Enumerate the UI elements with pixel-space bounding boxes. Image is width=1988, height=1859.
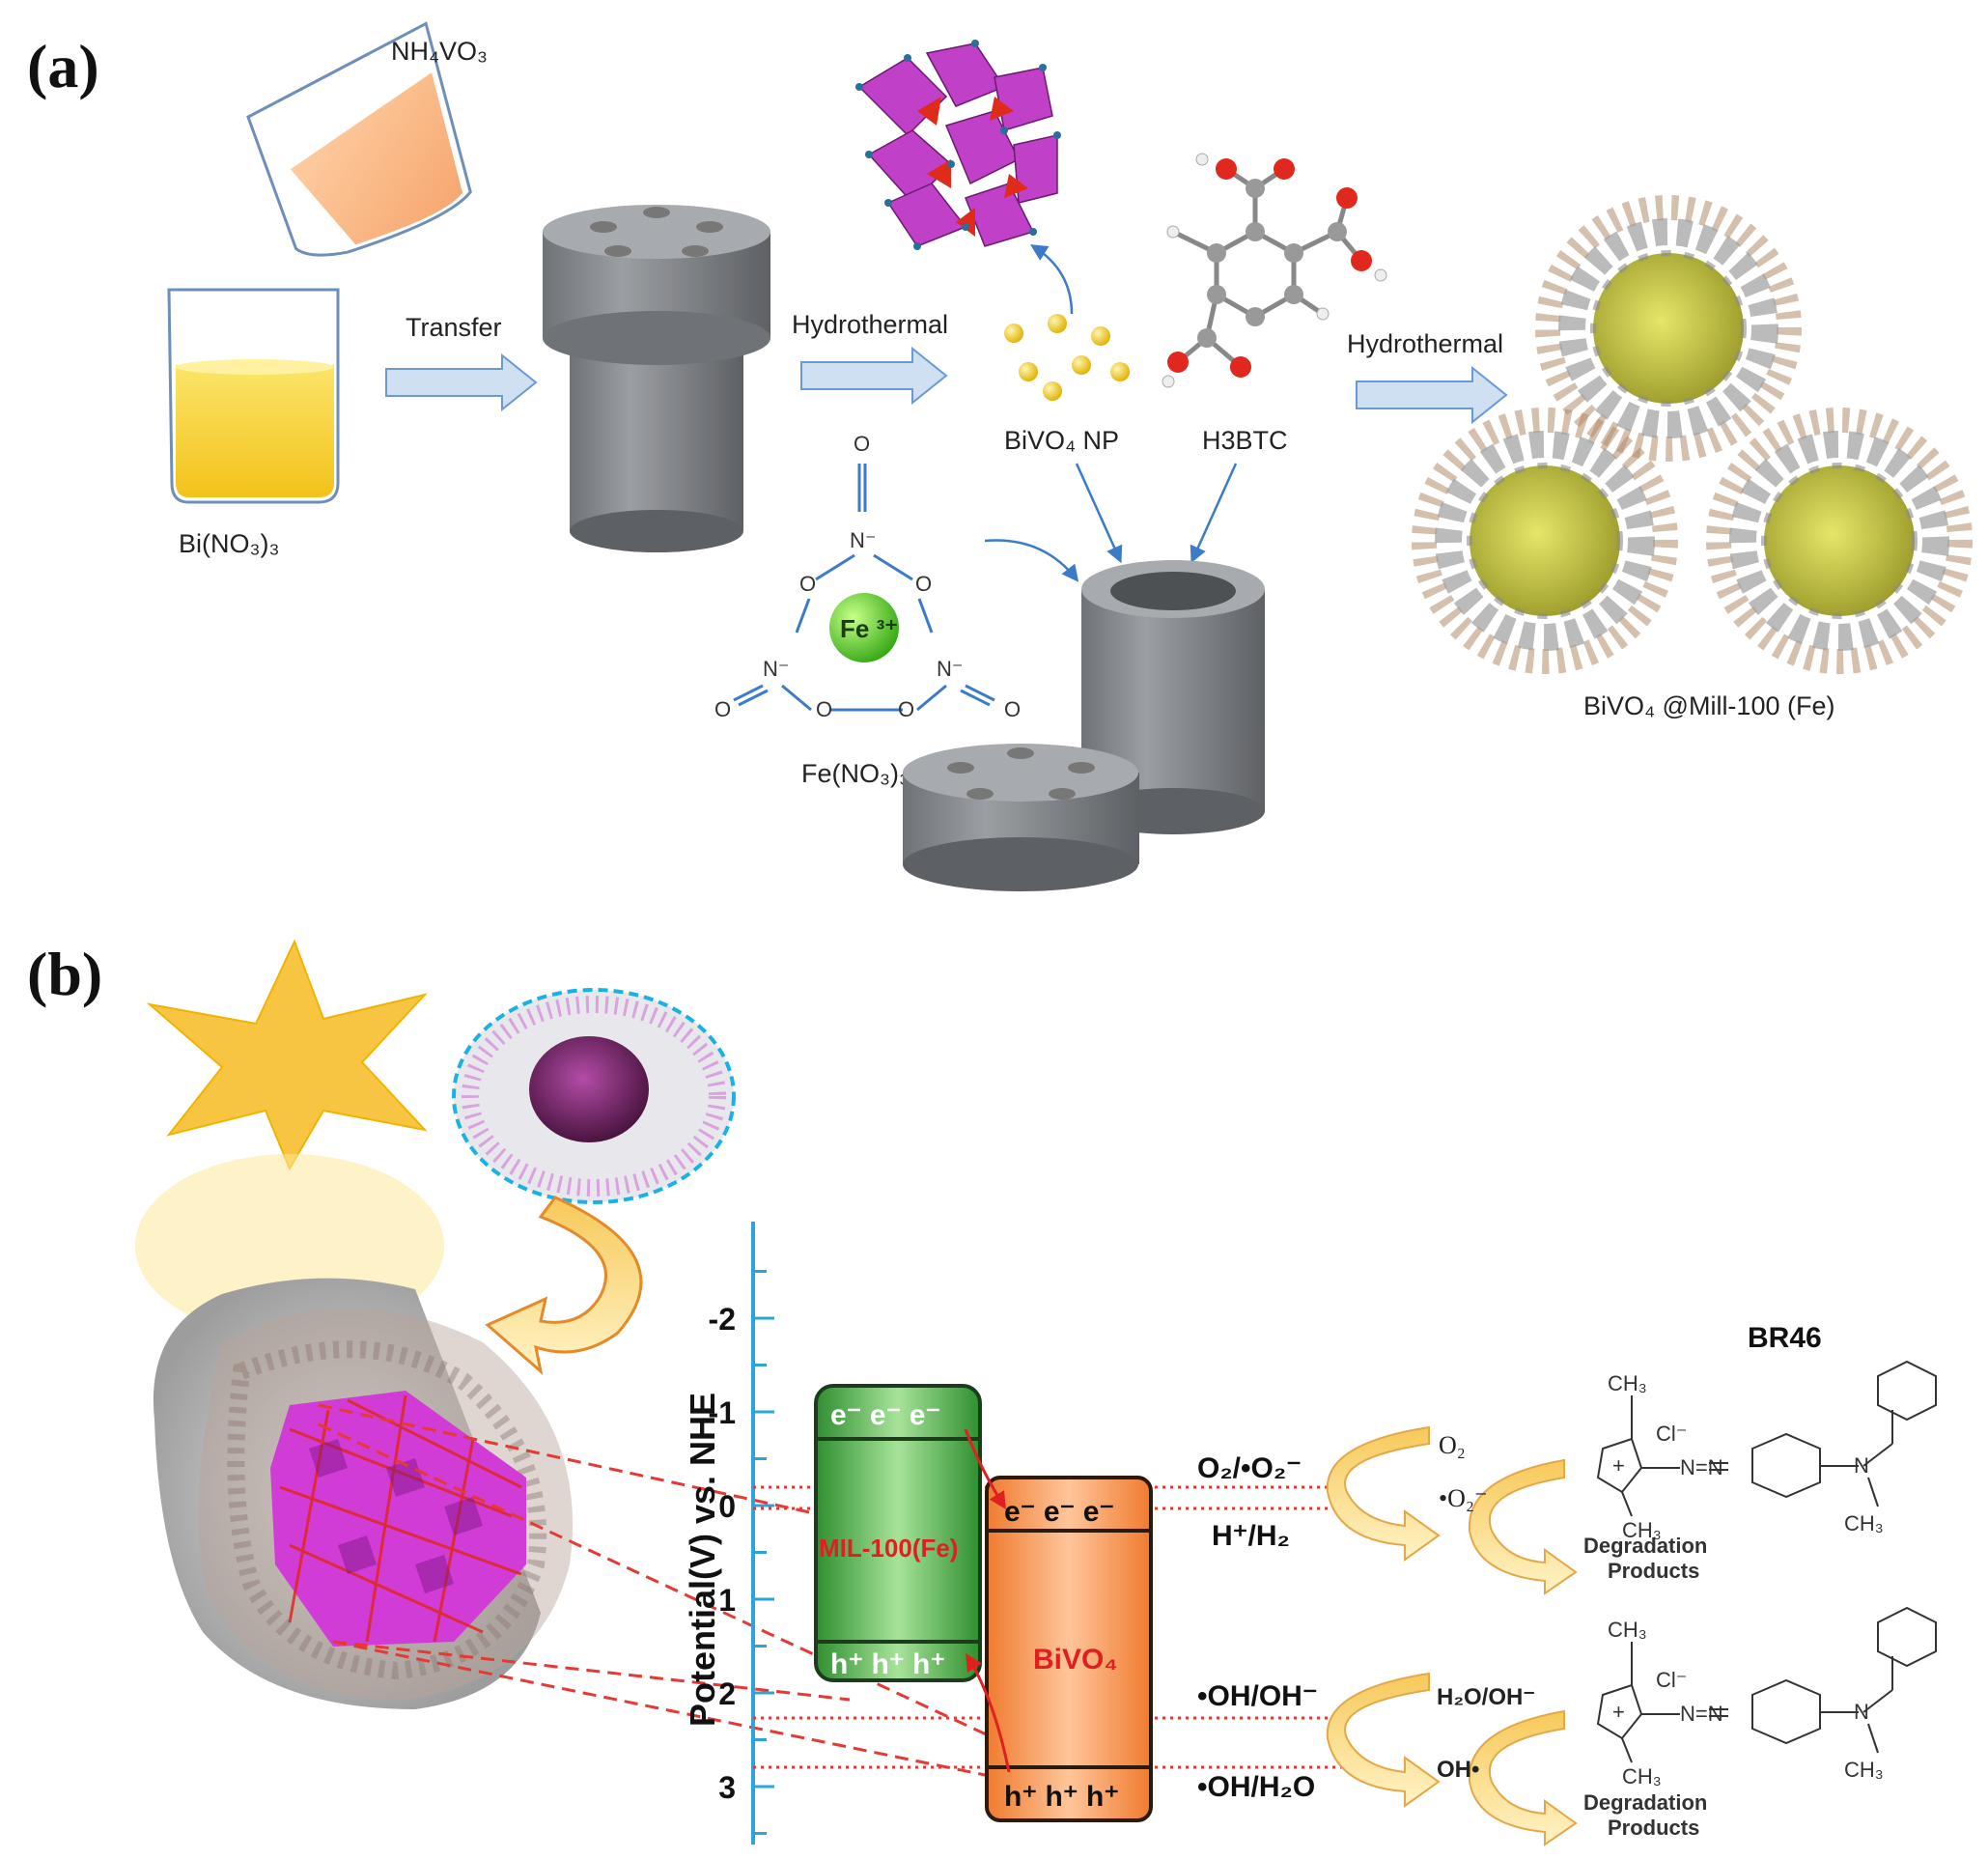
br46-molecule-lower: [1596, 1606, 1937, 1763]
br46-label: BR46: [1748, 1322, 1822, 1354]
cl-lower: Cl⁻: [1656, 1668, 1687, 1692]
fe-ion-label: Fe ³⁺: [840, 614, 898, 643]
h2o-oh-species: H₂O/OH⁻: [1437, 1684, 1535, 1710]
bino3-label: Bi(NO₃)₃: [179, 529, 279, 558]
curved-transfer-arrow: [485, 1196, 643, 1376]
ch3-upper-top: CH₃: [1608, 1371, 1647, 1395]
ch3-upper-n: CH₃: [1844, 1511, 1884, 1535]
fe-nitrate-o-top: O: [854, 432, 870, 456]
h2-couple-label: H⁺/H₂: [1212, 1520, 1290, 1552]
fe-nitrate-o-5: O: [898, 697, 914, 721]
np-to-autoclave-arrow: [1075, 463, 1123, 564]
n-upper: N: [1854, 1453, 1869, 1478]
bino3-beaker-illustration: [167, 288, 340, 504]
bivo4-mil100-composite-illustration: [1412, 195, 1973, 674]
upper-reaction-arrows: [1326, 1425, 1578, 1595]
lower-reaction-arrows: [1326, 1672, 1578, 1846]
products-label-2: Products: [1608, 1816, 1699, 1840]
fe-nitrate-o-6: O: [1004, 697, 1021, 721]
hydrothermal-arrow-1: [800, 346, 948, 406]
autoclave-closed-illustration: [543, 205, 770, 552]
feno3-to-autoclave-arrow: [984, 539, 1079, 582]
nh4vo3-label: NH₄VO₃: [391, 37, 488, 66]
np-to-crystal-arrow: [1030, 244, 1074, 315]
mil100-label: MIL-100(Fe): [819, 1534, 958, 1563]
axis-tick-label: -1: [709, 1395, 736, 1430]
bivo4-band-block: [985, 1476, 1153, 1822]
oh-radical-species: OH•: [1437, 1757, 1479, 1783]
bivo4-electrons: e⁻ e⁻ e⁻: [1004, 1496, 1114, 1528]
fe-nitrate-o-4: O: [816, 697, 832, 721]
potential-axis-ticks: -2 -1 0 1 2 3: [709, 1270, 774, 1835]
btc-to-autoclave-arrow: [1190, 463, 1238, 564]
mil-electrons: e⁻ e⁻ e⁻: [830, 1399, 940, 1431]
bivo4-crystal-structure-illustration: [850, 39, 1062, 256]
projection-line-3: [332, 1640, 995, 1779]
core-shell-particle-illustration: [452, 988, 736, 1204]
degradation-label-1: Degradation: [1583, 1534, 1707, 1558]
fe-nitrate-o-2: O: [915, 572, 932, 596]
projection-line-4: [332, 1640, 851, 1702]
hole-transfer-arrow: [966, 1652, 1011, 1773]
bivo4-nanoparticles-illustration: [1004, 314, 1130, 401]
oh-couple-label: •OH/OH⁻: [1197, 1680, 1318, 1712]
o2-radical-species: •O₂⁻: [1439, 1484, 1488, 1512]
fe-nitrate-structure-illustration: [733, 464, 995, 712]
br46-molecule-upper: [1596, 1360, 1937, 1517]
ch3-lower-bottom: CH₃: [1622, 1764, 1662, 1789]
azo-lower: N=N: [1680, 1702, 1723, 1726]
oh-h2o-couple-label: •OH/H₂O: [1197, 1771, 1315, 1803]
plus-upper: +: [1612, 1453, 1625, 1478]
axis-tick-label: 2: [718, 1676, 736, 1711]
degradation-label-2: Degradation: [1583, 1790, 1707, 1815]
azo-upper: N=N: [1680, 1455, 1723, 1479]
feno3-label: Fe(NO₃)₃: [801, 759, 910, 788]
h3btc-label: H3BTC: [1202, 426, 1288, 455]
ch3-lower-top: CH₃: [1608, 1618, 1647, 1642]
axis-tick-label: -2: [709, 1302, 736, 1337]
h3btc-atoms: [1162, 153, 1387, 388]
axis-tick-label: 0: [718, 1489, 736, 1524]
plus-lower: +: [1612, 1700, 1625, 1724]
axis-tick-label: 1: [718, 1583, 736, 1618]
ch3-upper-bottom: CH₃: [1622, 1518, 1662, 1542]
projection-line-1: [318, 1403, 851, 1523]
axis-tick-label: 3: [718, 1770, 736, 1805]
bivo4-np-label: BiVO₄ NP: [1004, 426, 1119, 455]
autoclave-open-illustration: [903, 560, 1265, 891]
projection-line-2: [318, 1422, 995, 1740]
panel-b-label: (b): [27, 940, 102, 1008]
mil100-band-block: [814, 1384, 982, 1682]
nh4vo3-beaker-illustration: [246, 21, 472, 257]
fe-nitrate-o-3: O: [714, 697, 731, 721]
electron-transfer-arrow: [964, 1428, 1006, 1510]
transfer-label: Transfer: [406, 313, 502, 342]
o2-species: O₂: [1439, 1431, 1466, 1459]
hydrothermal-label-1: Hydrothermal: [792, 310, 948, 339]
hydrothermal-arrow-2: [1356, 365, 1508, 425]
bivo4-holes: h⁺ h⁺ h⁺: [1004, 1781, 1119, 1813]
transfer-arrow: [385, 352, 538, 412]
panel-a-label: (a): [27, 32, 99, 100]
ch3-lower-n: CH₃: [1844, 1758, 1884, 1782]
bivo4-label: BiVO₄: [1033, 1644, 1118, 1676]
fe-nitrate-n-top: N⁻: [850, 528, 877, 552]
hydrothermal-label-2: Hydrothermal: [1347, 329, 1503, 358]
n-lower: N: [1854, 1700, 1869, 1724]
o2-couple-label: O₂/•O₂⁻: [1197, 1452, 1302, 1484]
product-label: BiVO₄ @Mill-100 (Fe): [1583, 691, 1834, 720]
fe-nitrate-n-right: N⁻: [937, 657, 964, 681]
mil-holes: h⁺ h⁺ h⁺: [830, 1648, 945, 1680]
potential-axis-title: Potential(V) vs. NHE: [683, 1393, 722, 1727]
fe-nitrate-n-left: N⁻: [763, 657, 790, 681]
sun-icon: [135, 939, 444, 1338]
cl-upper: Cl⁻: [1656, 1422, 1687, 1446]
fe-nitrate-o-1: O: [799, 572, 816, 596]
products-label-1: Products: [1608, 1559, 1699, 1583]
hemisphere-composite-illustration: [153, 1278, 574, 1709]
